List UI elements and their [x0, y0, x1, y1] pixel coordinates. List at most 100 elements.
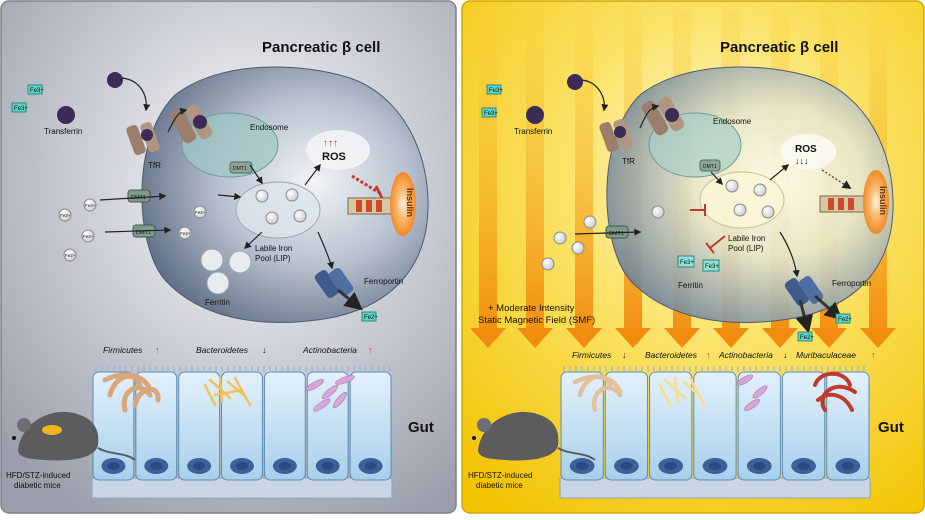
- tfr-receptor-membrane-right: [641, 96, 685, 136]
- cell-title-right: Pancreatic β cell: [720, 39, 838, 56]
- tfr-complex-right: [599, 118, 633, 153]
- transferrin-icon-right: [526, 106, 544, 124]
- lip-label-right-line2: Pool (LIP): [728, 244, 764, 253]
- transferrin-fe-icon-right: [567, 74, 583, 90]
- ros-cloud: [306, 130, 370, 170]
- diabetic-mouse-icon-right: [472, 411, 596, 461]
- transferrin-bound-icon: [193, 115, 207, 129]
- svg-text:Fe3+: Fe3+: [489, 88, 503, 94]
- ferritin-right: Fe3+ Fe3+: [677, 255, 720, 272]
- bacteria-right-1-trend: ↑: [706, 350, 711, 360]
- gut-submucosa: [559, 477, 871, 499]
- svg-text:Fe2+: Fe2+: [65, 253, 76, 258]
- bacteria-labels-right: Firmicutes ↓ Bacteroidetes ↑ Actinobacte…: [572, 350, 876, 360]
- gut-submucosa: [91, 477, 393, 499]
- gut-label-left: Gut: [408, 419, 434, 436]
- svg-text:Fe2+: Fe2+: [180, 231, 191, 236]
- smf-label-line2: Static Magnetic Field (SMF): [478, 315, 595, 326]
- ros-increase-arrows: ↑↑↑: [323, 138, 338, 149]
- bacteria-labels-left: Firmicutes ↑ Bacteroidetes ↓ Actinobacte…: [103, 345, 373, 355]
- gut-epithelial-cell: [221, 371, 263, 481]
- transferrin-fe-icon: [107, 72, 123, 88]
- bacteria-left-0-trend: ↑: [155, 345, 160, 355]
- left-panel: Pancreatic β cell Endosome DMT1 Transfer…: [0, 0, 457, 514]
- ferritin-label: Ferritin: [205, 298, 230, 307]
- bacteria-left-0: Firmicutes: [103, 345, 143, 355]
- svg-text:Fe2+: Fe2+: [838, 317, 852, 323]
- tfr-label: TfR: [148, 161, 161, 170]
- ferroportin-transporter: [314, 268, 354, 298]
- mouse-label-left-line1: HFD/STZ-induced: [6, 471, 70, 480]
- ros-cloud-right: [780, 134, 836, 170]
- bacteroidetes-cluster-right: [658, 376, 706, 407]
- svg-text:Fe3+: Fe3+: [705, 264, 719, 270]
- endosome-dmt1-label-right: DMT1: [703, 164, 717, 170]
- gut-epithelial-cell: [178, 371, 221, 481]
- gut-epithelium-right: [559, 366, 871, 499]
- right-panel: Pancreatic β cell Endosome DMT1 Transfer…: [461, 0, 925, 514]
- transferrin-label: Transferrin: [44, 127, 82, 136]
- bacteria-right-2: Actinobacteria: [718, 350, 773, 360]
- gut-epithelial-cell: [349, 371, 392, 481]
- gut-epithelial-cell: [604, 371, 649, 481]
- bacteria-right-1: Bacteroidetes: [645, 350, 698, 360]
- dmt1-channel-1: [127, 189, 151, 203]
- gut-epithelial-cell: [737, 371, 781, 481]
- bacteria-left-2-trend: ↑: [368, 345, 373, 355]
- bacteria-left-1: Bacteroidetes: [196, 345, 249, 355]
- ferritin-sphere-1: [200, 248, 224, 272]
- insulin-vesicle-right: [863, 170, 889, 234]
- firmicutes-cluster-right: [572, 374, 623, 413]
- labile-iron-pool: [235, 181, 321, 239]
- bacteria-left-1-trend: ↓: [262, 345, 267, 355]
- muribaculaceae-cluster-right: [813, 371, 857, 412]
- ferritin-label-right: Ferritin: [678, 281, 703, 290]
- svg-text:Fe2+: Fe2+: [800, 335, 814, 341]
- bacteria-right-0-trend: ↓: [622, 350, 627, 360]
- ferritin-sphere-2: [228, 250, 252, 274]
- gut-epithelial-cell: [649, 371, 693, 481]
- bacteria-right-0: Firmicutes: [572, 350, 612, 360]
- iron-ions-left: Fe3+ Fe3+ Fe2+ Fe2+ Fe2+ Fe2+ Fe2+ Fe2+ …: [11, 84, 378, 322]
- svg-text:Fe2+: Fe2+: [195, 210, 206, 215]
- transferrin-label-right: Transferrin: [514, 127, 552, 136]
- gut-label-right: Gut: [878, 419, 904, 436]
- endosome-label-right: Endosome: [713, 117, 752, 126]
- ferroportin-label: Ferroportin: [364, 277, 403, 286]
- ros-decrease-arrows: ↓↓↓: [795, 156, 809, 166]
- mouse-label-right-line1: HFD/STZ-induced: [468, 471, 532, 480]
- labile-iron-pool-right: [699, 171, 785, 229]
- lip-inhibition-2: [709, 235, 726, 249]
- svg-text:Fe3+: Fe3+: [484, 111, 498, 117]
- svg-text:Fe3+: Fe3+: [30, 88, 44, 94]
- lip-label-line2: Pool (LIP): [255, 254, 291, 263]
- transferrin-icon: [57, 106, 75, 124]
- smf-label-line1: + Moderate Intensity: [488, 303, 575, 314]
- ferroportin-label-right: Ferroportin: [832, 279, 871, 288]
- svg-text:Fe2+: Fe2+: [85, 203, 96, 208]
- diabetic-mouse-icon-left: [12, 411, 136, 461]
- endosome-dmt1-right: [699, 159, 721, 172]
- gut-epithelial-cell: [693, 371, 737, 481]
- gut-epithelial-cell: [263, 371, 306, 481]
- bacteria-left-2: Actinobacteria: [302, 345, 357, 355]
- cell-title: Pancreatic β cell: [262, 39, 380, 56]
- iron-ions-right: Fe3+ Fe3+ Fe2+ Fe2+: [481, 84, 852, 342]
- endosome-dmt1-label: DMT1: [233, 166, 247, 172]
- svg-text:Fe3+: Fe3+: [680, 260, 694, 266]
- svg-text:Fe2+: Fe2+: [364, 315, 378, 321]
- mouse-label-right-line2: diabetic mice: [476, 481, 523, 490]
- insulin-label: Insulin: [405, 188, 415, 217]
- ros-label: ROS: [322, 151, 346, 163]
- actinobacteria-cluster-left: [305, 375, 355, 412]
- firmicutes-cluster-left: [102, 372, 161, 413]
- bacteria-right-2-trend: ↓: [783, 350, 788, 360]
- insulin-vesicle: [390, 172, 416, 236]
- ros-label-right: ROS: [795, 144, 817, 155]
- tfr-complex: [126, 121, 160, 156]
- ferritin-sphere-3: [206, 271, 230, 295]
- gut-epithelium-left: [91, 366, 393, 499]
- svg-text:Fe2+: Fe2+: [83, 234, 94, 239]
